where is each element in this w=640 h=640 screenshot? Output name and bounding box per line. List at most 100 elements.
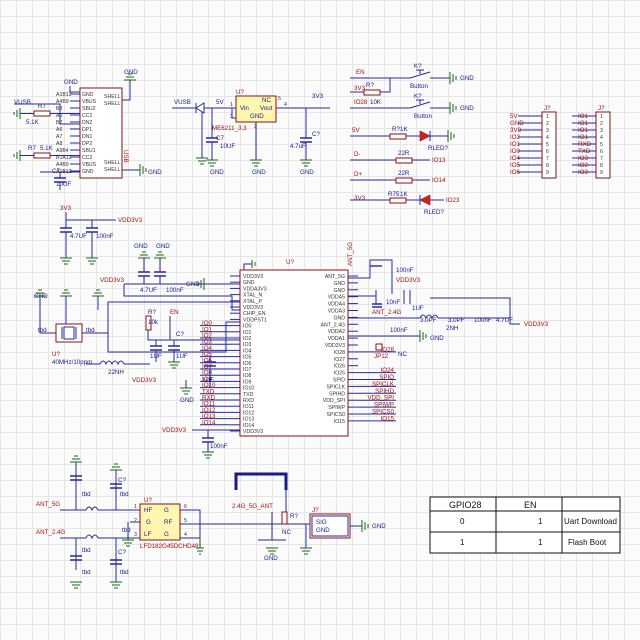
header-left-pin: 4: [546, 135, 549, 141]
mcu-right-pin: SPICS0: [327, 412, 346, 418]
usb-pin-number: A4B9: [56, 162, 69, 168]
crystal-ref: U?: [52, 351, 60, 358]
diplexer-rf: RF: [164, 519, 172, 526]
header-right-net: IO1: [578, 113, 589, 120]
usb-r7b-ref: R7: [28, 145, 36, 152]
power-led: [419, 130, 431, 142]
mcu-right-net: SPIWP: [374, 402, 394, 409]
rf-tbd-2: tbd: [120, 491, 129, 498]
mcu-right-pin: VDD3V3: [325, 343, 345, 349]
rf-connector-gnd: GND: [372, 523, 386, 530]
boot-button[interactable]: [409, 99, 431, 109]
mcu-right-pin: GND: [333, 288, 345, 294]
table-row1-gpio: 0: [460, 517, 465, 526]
header-right-pin: 7: [600, 156, 603, 162]
mcu: U? VDD3V3GNDVDDA3V3XTAL_NXTAL_PVDD3V3CHI…: [200, 259, 396, 437]
mcu-right-pin: ANT_5G: [325, 274, 345, 280]
rf-c-2: C?: [118, 549, 126, 556]
mcu-right-pin: VDD_SPI: [323, 398, 345, 404]
mcu-left-net: IO9: [202, 376, 213, 383]
ldo-nc: NC: [262, 97, 271, 104]
mcu-left-pin: CHIP_EN: [243, 311, 266, 317]
mcu-left-net: IO5: [202, 351, 213, 358]
mcu-r-gnd: GND: [430, 335, 444, 342]
diplexer-part: LFD182G45DCHD481: [140, 543, 202, 550]
mcu-right-net: SPIQ: [379, 374, 394, 381]
header-right-net: TXD: [578, 148, 591, 155]
dip-pin-6: 6: [184, 504, 187, 510]
usb-pin-signal: VBUS: [82, 99, 97, 105]
header-left-pin: 9: [546, 170, 549, 176]
mcu-left-net: IO6: [202, 357, 213, 364]
mcu-c5-value: 1UF: [202, 377, 214, 384]
btn-gnd-1: GND: [460, 75, 474, 82]
mcu-c1-value: 4.7UF: [140, 287, 157, 294]
mcu-right-pin: ANT_2.4G: [320, 322, 345, 328]
header-right-net: IO1: [578, 120, 589, 127]
mcu-right-pin: VDDA5: [328, 295, 345, 301]
usb-shell-pin: SHELL: [104, 101, 121, 107]
usb-pin-number: A8: [56, 141, 62, 147]
mcu-body: [239, 269, 349, 437]
table-row2-mode: Flash Boot: [568, 538, 607, 547]
usb-c7-value: 10UF: [56, 181, 71, 188]
usb-r7-value: 5.1K: [26, 119, 40, 126]
mcu-left-net: IO3: [202, 339, 213, 346]
diplexer-g3: G: [164, 531, 169, 538]
ldo-c7-value: 10UF: [220, 143, 235, 150]
mcu-right-pin: IO26: [334, 364, 345, 370]
mcu-gnd-3: GND: [186, 281, 200, 288]
header-left-net: IO0: [510, 148, 521, 155]
header-left-pin: 8: [546, 163, 549, 169]
usb-ref: USB: [122, 150, 129, 163]
mcu-left-pin: VDD3V3: [243, 274, 263, 280]
mcu-left-net: IO4: [202, 345, 213, 352]
usb-pin-signal: DN2: [82, 120, 92, 126]
btn-k1-label: Button: [410, 83, 428, 90]
diplexer-ref: U?: [144, 497, 152, 504]
mcu-left-periph: VDD3V3 GND GND 4.7UF 100nF GND tbd tbd U…: [34, 243, 240, 459]
mcu-left-net: IO11: [202, 401, 216, 408]
table-row1-mode: Uart Download: [564, 517, 617, 526]
ldo-gnd-3: GND: [300, 169, 314, 176]
vdd-c1-value: 4.7UF: [70, 233, 87, 240]
mcu-left-pin: IO0: [243, 324, 251, 330]
mcu-left-pin: IO1: [243, 330, 251, 336]
table-row1-en: 1: [538, 517, 543, 526]
vdd-filter: 3V3 VDD3V3 4.7UF 100nF: [60, 205, 143, 265]
ldo-gnd-pin: GND: [250, 113, 264, 120]
header-right-net: RXD: [578, 141, 592, 148]
table-header-gpio28: GPIO28: [449, 500, 482, 510]
mcu-right-net: VDD_SPI: [368, 395, 395, 402]
en-button[interactable]: [409, 69, 431, 79]
mcu-vdd1: VDD3V3: [100, 277, 125, 284]
ldo-pin-5: 5: [278, 96, 281, 102]
mcu-left-net: TXD: [202, 388, 215, 395]
header-left-pin: 3: [546, 128, 549, 134]
ldo-vout: Vout: [260, 105, 273, 112]
led2-ref: RLED?: [424, 209, 445, 216]
jumper-jp12[interactable]: [375, 343, 383, 351]
led2-r-value: 1K: [400, 191, 408, 198]
mcu-left-pin: XTAL_N: [243, 293, 262, 299]
mcu-right-pin: IO15: [334, 419, 345, 425]
rf-ant24: ANT_2.4G: [36, 529, 65, 536]
usb-cc1-resistor: [33, 110, 51, 117]
usb-r7b-value: 5.1K: [40, 145, 54, 152]
mcu-left-net: IO0: [202, 320, 213, 327]
usb-ground-left-2: [13, 150, 21, 161]
usb-shell-pin: SHELL: [104, 167, 121, 173]
mcu-left-pin: IO14: [243, 423, 254, 429]
ldo-c4-value: 4.7uF: [290, 143, 306, 150]
mcu-r-c4: 3.0PF: [420, 317, 437, 324]
ldo-3v3-label: 3V3: [312, 93, 324, 100]
mcu-left-pin: GND: [243, 280, 255, 286]
rf-front-end: ANT_5G ANT_2.4G tbd tbd tbd tbd tbd tbd …: [36, 455, 386, 589]
rf-r-ref: R?: [290, 513, 298, 520]
led1-r-ref: R?: [392, 126, 400, 133]
btn-k1-ref: K?: [414, 63, 422, 70]
dip-pin-4: 4: [184, 532, 187, 538]
ldo-ref: U?: [236, 89, 244, 96]
dm-r-value: 22R: [398, 150, 410, 157]
